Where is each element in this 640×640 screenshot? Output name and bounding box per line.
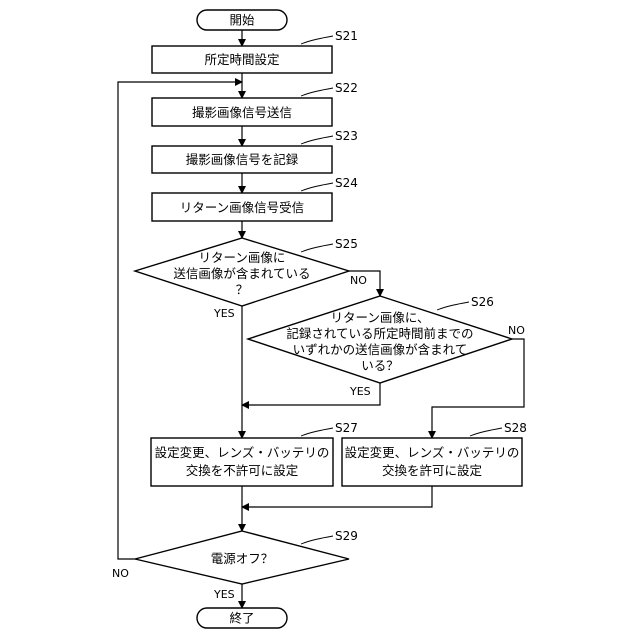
step-s21-id: S21 [335,29,358,43]
step-s28-id: S28 [504,421,527,435]
s25-yes-label: YES [213,307,235,320]
decision-s29-id: S29 [335,529,358,543]
step-s24-leader [301,183,333,191]
decision-s26-line-2: 記録されている所定時間前までの [286,326,473,341]
s25-no-label: NO [350,274,367,287]
step-s24-id: S24 [335,176,358,190]
s26-yes-label: YES [349,385,371,398]
step-s28-line-1: 設定変更、レンズ・バッテリの [345,445,520,460]
step-s27-leader [301,428,333,436]
decision-s26-line-1: リターン画像に、 [330,310,429,325]
step-s24-text: リターン画像信号受信 [180,200,304,215]
decision-s26-id: S26 [471,295,494,309]
step-s23-leader [301,136,333,144]
step-s21: 所定時間設定 S21 [152,29,358,73]
decision-s25-line-2: 送信画像が含まれている [173,266,310,281]
step-s21-leader [301,36,333,44]
decision-s26-line-4: いる？ [361,358,399,373]
step-s23-text: 撮影画像信号を記録 [186,152,299,167]
step-s22-id: S22 [335,81,358,95]
step-s27-id: S27 [335,421,358,435]
step-s27: 設定変更、レンズ・バッテリの 交換を不許可に設定 S27 [151,421,358,486]
step-s23: 撮影画像信号を記録 S23 [152,129,358,173]
decision-s25-leader [301,244,333,252]
s26-no-label: NO [508,324,525,337]
step-s28: 設定変更、レンズ・バッテリの 交換を許可に設定 S28 [342,421,527,486]
step-s28-leader [470,428,502,436]
start-label: 開始 [229,13,255,28]
step-s24: リターン画像信号受信 S24 [152,176,358,221]
end-terminal: 終了 [197,608,287,628]
decision-s26-line-3: いずれかの送信画像が含まれて [293,342,468,357]
s29-no-label: NO [112,567,129,580]
step-s28-line-2: 交換を許可に設定 [382,463,482,478]
step-s23-id: S23 [335,129,358,143]
step-s22-text: 撮影画像信号送信 [192,105,292,120]
step-s27-line-1: 設定変更、レンズ・バッテリの [155,445,330,460]
step-s27-line-2: 交換を不許可に設定 [186,463,299,478]
decision-s26: リターン画像に、 記録されている所定時間前までの いずれかの送信画像が含まれて … [248,295,512,383]
decision-s25: リターン画像に 送信画像が含まれている ？ S25 [135,237,358,306]
end-label: 終了 [229,611,254,626]
decision-s26-leader [437,302,469,310]
decision-s29-text: 電源オフ？ [211,551,274,566]
arrow-s28-merge [242,486,432,507]
step-s22-leader [301,88,333,96]
decision-s25-line-3: ？ [236,282,249,297]
decision-s29-leader [301,536,333,544]
decision-s25-id: S25 [335,237,358,251]
decision-s25-line-1: リターン画像に [199,250,286,265]
start-terminal: 開始 [197,10,287,30]
step-s21-text: 所定時間設定 [204,52,279,67]
step-s22: 撮影画像信号送信 S22 [152,81,358,126]
decision-s29: 電源オフ？ S29 [135,529,358,584]
s29-yes-label: YES [213,588,235,601]
